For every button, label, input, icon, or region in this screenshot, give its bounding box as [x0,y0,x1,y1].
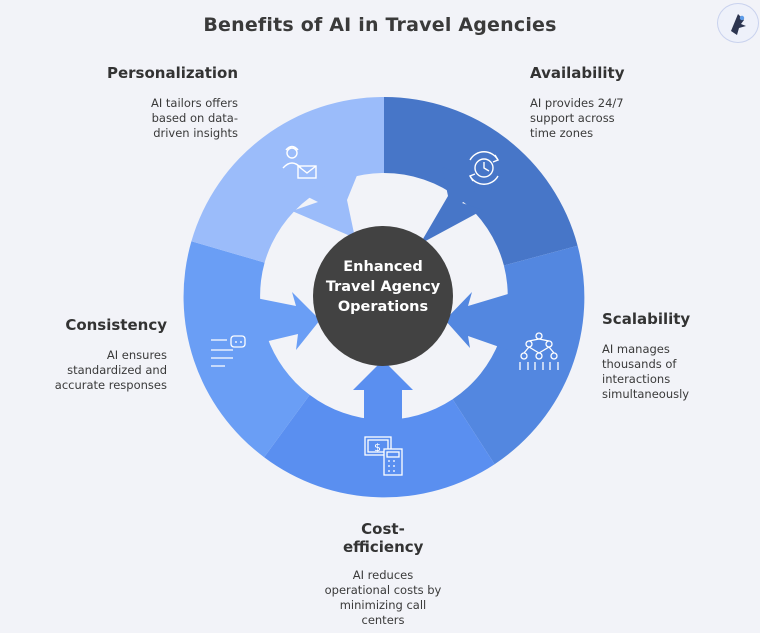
segment-consistency [183,241,310,458]
availability-title: Availability [530,64,625,82]
consistency-title: Consistency [65,316,167,334]
diagram-title: Benefits of AI in Travel Agencies [203,14,557,36]
label-availability: Availability AI provides 24/7 support ac… [530,64,680,141]
segment-cost-efficiency [264,394,495,498]
person-mail-icon [282,145,317,179]
network-people-icon [519,332,559,370]
personalization-description: AI tailors offers based on data-driven i… [150,96,238,140]
label-consistency: Consistency AI ensures standardized and … [40,316,167,393]
arrow-cost-efficiency [353,360,413,438]
arrow-personalization [292,168,360,238]
consistency-description: AI ensures standardized and accurate res… [54,348,167,392]
scalability-title: Scalability [602,310,691,328]
arrow-availability [420,167,483,244]
center-hub [313,226,453,366]
cost-efficiency-description: AI reduces operational costs by minimizi… [324,568,442,627]
cost-efficiency-title: Cost-efficiency [343,520,424,556]
center-label: Enhanced Travel Agency Operations [325,259,441,315]
arrow-consistency [256,292,320,350]
availability-description: AI provides 24/7 support across time zon… [530,96,624,140]
clock-cycle-icon [468,151,500,185]
money-calculator-icon [364,436,403,476]
segment-availability [384,96,578,266]
segment-personalization [191,96,384,263]
segment-scalability [452,245,585,465]
label-scalability: Scalability AI manages thousands of inte… [602,310,722,402]
logo-icon [717,3,759,43]
robot-text-icon [211,335,246,367]
arrow-scalability [445,292,508,350]
label-cost-efficiency: Cost-efficiency AI reduces operational c… [318,520,448,628]
dollar-glyph: $ [374,441,381,454]
personalization-title: Personalization [106,64,238,82]
label-personalization: Personalization AI tailors offers based … [80,64,238,141]
scalability-description: AI manages thousands of interactions sim… [602,342,690,401]
